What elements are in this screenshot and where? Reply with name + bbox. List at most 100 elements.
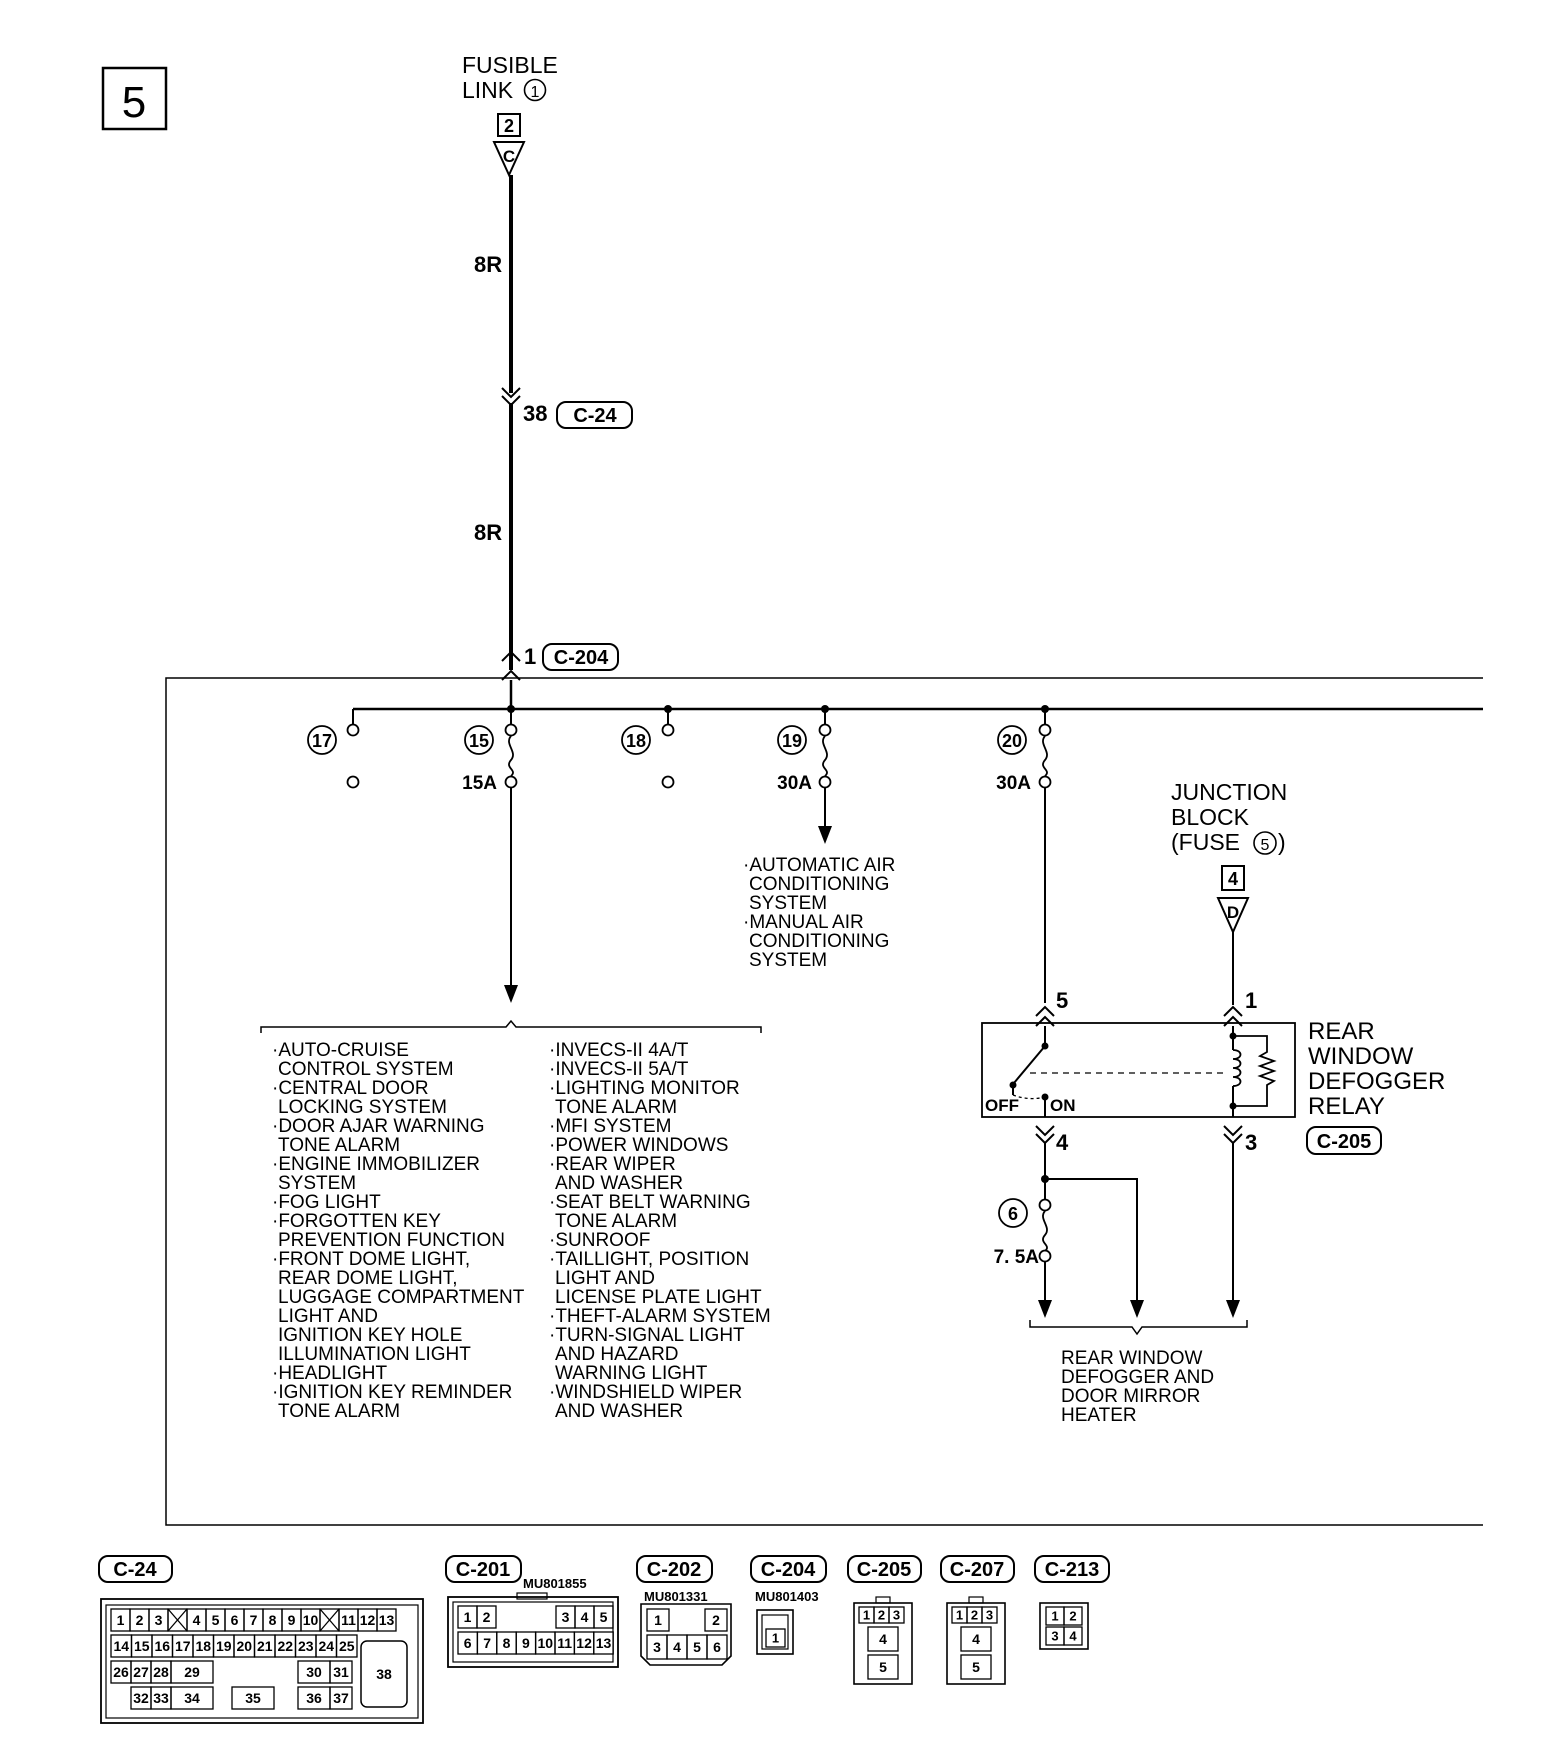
fuse-6-bottom-terminal xyxy=(1038,1249,1052,1263)
connector-pin-number: 27 xyxy=(133,1664,149,1680)
connector-pin-number: 10 xyxy=(538,1635,554,1651)
c24-joint-pin: 38 xyxy=(523,401,547,426)
relay-pin4-chevron-1 xyxy=(1035,1125,1055,1137)
connector-pin-number: 22 xyxy=(277,1638,293,1654)
connector-pin-cell xyxy=(231,1686,275,1710)
relay-resistor-loop xyxy=(1233,1035,1277,1107)
c204-joint-chevron-2 xyxy=(501,669,521,681)
fuse-18-number-circle xyxy=(621,725,651,755)
list-line: ·ENGINE IMMOBILIZER xyxy=(272,1154,480,1175)
wire-color-lower: 8R xyxy=(474,520,502,545)
link-number-circle xyxy=(523,78,547,102)
list-line: WARNING LIGHT xyxy=(555,1363,708,1384)
connector-pin-cell xyxy=(329,1686,353,1710)
fuse-19-output-arrow xyxy=(818,826,832,844)
wire-color-upper: 8R xyxy=(474,252,502,277)
junction-block-line2: BLOCK xyxy=(1171,804,1250,830)
connector-pin-number: 25 xyxy=(339,1638,355,1654)
junction-block-line1: JUNCTION xyxy=(1171,779,1287,805)
connector-pin-cell xyxy=(888,1606,905,1624)
list-line: ·MFI SYSTEM xyxy=(549,1116,671,1137)
connector-housing xyxy=(100,1598,424,1724)
connector-pin-number: 4 xyxy=(673,1639,681,1655)
fuse-17-bottom-terminal xyxy=(346,775,360,789)
connector-pin-cell xyxy=(476,1605,497,1629)
junction-block-line3-suffix: ) xyxy=(1278,829,1286,855)
c204-label-box xyxy=(750,1555,827,1583)
list-line: ·FOG LIGHT xyxy=(272,1192,381,1213)
heater-destination-line2: DEFOGGER AND xyxy=(1061,1367,1214,1388)
relay-name-line1: REAR xyxy=(1308,1018,1375,1045)
list-line: ·CENTRAL DOOR xyxy=(272,1078,429,1099)
fuse-19-bottom-terminal xyxy=(818,775,832,789)
list-line: ·AUTO-CRUISE xyxy=(272,1040,409,1061)
list-line: ·TURN-SIGNAL LIGHT xyxy=(549,1325,745,1346)
connector-pin-number: 1 xyxy=(956,1608,963,1623)
connector-housing xyxy=(105,1604,419,1719)
list-line: ·FRONT DOME LIGHT, xyxy=(272,1249,470,1270)
c204-joint-pin: 1 xyxy=(524,644,536,669)
fuse-6-element xyxy=(1042,1210,1048,1252)
list-line: SYSTEM xyxy=(278,1173,356,1194)
c204-connector-face: 1 xyxy=(756,1609,794,1655)
relay-connector-label: C-205 xyxy=(1317,1131,1371,1153)
connector-latch xyxy=(968,1596,984,1604)
connector-housing xyxy=(853,1602,913,1685)
connector-pin-cell xyxy=(593,1631,614,1655)
fuse-15-top-terminal xyxy=(504,723,518,737)
list-line: ·THEFT-ALARM SYSTEM xyxy=(549,1306,771,1327)
connector-pin-number: 5 xyxy=(600,1609,608,1625)
fuse-6-rating: 7. 5A xyxy=(994,1247,1040,1268)
connector-pin-number: 33 xyxy=(153,1690,169,1706)
connector-pin-number: 5 xyxy=(879,1659,887,1675)
heater-destination-line4: HEATER xyxy=(1061,1405,1137,1426)
relay-pin1-chevron-1 xyxy=(1223,1005,1243,1017)
list-line: TONE ALARM xyxy=(555,1097,677,1118)
relay-off-on-link xyxy=(1012,1094,1046,1100)
relay-pin-1: 1 xyxy=(1245,988,1257,1013)
connector-pin-number: 30 xyxy=(306,1664,322,1680)
connector-pin-number: 2 xyxy=(971,1608,978,1623)
c201-part-number: MU801855 xyxy=(523,1576,587,1591)
source-name-line1: FUSIBLE xyxy=(462,52,558,78)
connector-pin-cell xyxy=(960,1626,992,1652)
c24-joint-label-box xyxy=(556,401,633,429)
list-line: ILLUMINATION LIGHT xyxy=(278,1344,471,1365)
relay-switch-blade xyxy=(1013,1045,1046,1084)
connector-pin-cell xyxy=(867,1654,899,1680)
c207-label: C-207 xyxy=(950,1559,1004,1581)
connector-housing xyxy=(1039,1602,1089,1650)
list-line: ·SUNROOF xyxy=(549,1230,650,1251)
connector-pin-number: 16 xyxy=(154,1638,170,1654)
fuse-19-number-circle xyxy=(777,725,807,755)
connector-pin-number: 26 xyxy=(113,1664,129,1680)
list-line: AND WASHER xyxy=(555,1173,683,1194)
relay-pin5-chevron-2 xyxy=(1035,1015,1055,1027)
list-line: LICENSE PLATE LIGHT xyxy=(555,1287,762,1308)
c213-label-box xyxy=(1034,1555,1110,1583)
fuse-15-bottom-terminal xyxy=(504,775,518,789)
source-connector-triangle xyxy=(492,141,526,178)
c24-label: C-24 xyxy=(113,1559,157,1581)
fuse-19-destination-list: ·AUTOMATIC AIR CONDITIONING SYSTEM ·MANU… xyxy=(743,855,895,971)
list-line: ·DOOR AJAR WARNING xyxy=(272,1116,485,1137)
list-line: ·WINDSHIELD WIPER xyxy=(549,1382,742,1403)
connector-pin-number: 2 xyxy=(1069,1609,1076,1624)
connector-pin-number: 29 xyxy=(184,1664,200,1680)
connector-mark xyxy=(319,1608,340,1632)
connector-pin-number: 3 xyxy=(155,1612,163,1628)
c204-joint-label-box xyxy=(542,643,619,671)
connector-pin-cell xyxy=(706,1634,728,1660)
c205-label: C-205 xyxy=(857,1559,911,1581)
list-line: REAR DOME LIGHT, xyxy=(278,1268,457,1289)
connector-housing xyxy=(447,1596,619,1668)
list-line: LUGGAGE COMPARTMENT xyxy=(278,1287,525,1308)
fuse-15-element xyxy=(508,735,514,777)
connector-pin-number: 31 xyxy=(333,1664,349,1680)
fuse-6-top-terminal xyxy=(1038,1198,1052,1212)
connector-pin-number: 36 xyxy=(306,1690,322,1706)
heater-branch-wire xyxy=(1045,1178,1138,1300)
